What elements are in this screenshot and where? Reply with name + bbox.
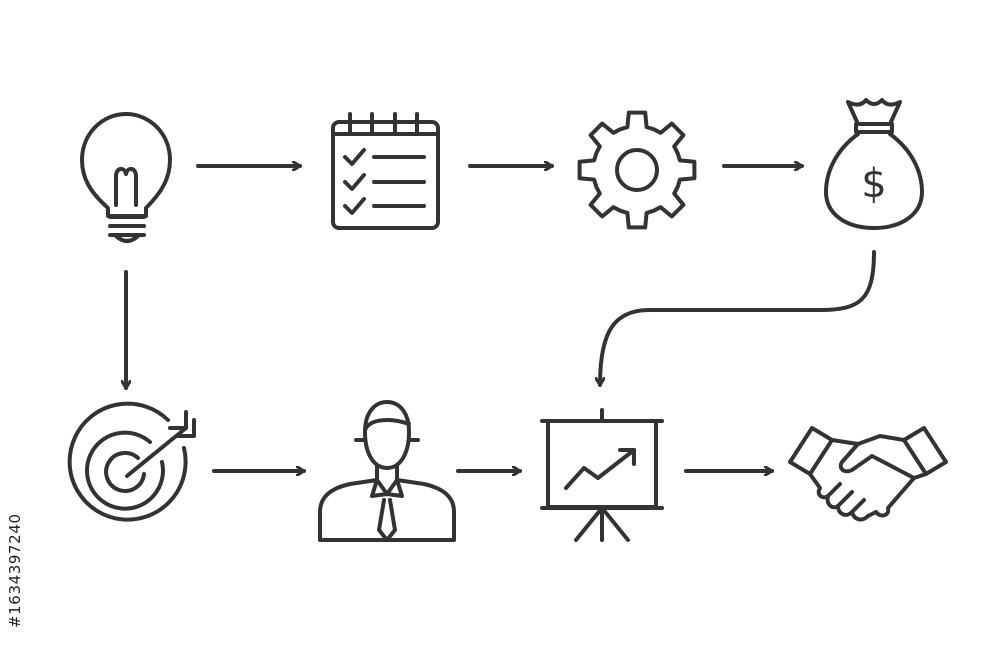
target-icon bbox=[67, 401, 196, 522]
arrow-moneybag-to-presentation bbox=[600, 250, 876, 385]
gear-icon bbox=[577, 110, 697, 230]
money-bag-icon bbox=[824, 98, 924, 230]
checklist-calendar-icon bbox=[331, 112, 440, 230]
businessman-icon bbox=[318, 400, 456, 542]
image-id-text: #1634397240 bbox=[6, 513, 24, 628]
presentation-board-icon bbox=[540, 408, 664, 542]
dollar-sign: $ bbox=[861, 161, 886, 207]
handshake-icon bbox=[788, 426, 948, 522]
lightbulb-icon bbox=[80, 112, 172, 243]
